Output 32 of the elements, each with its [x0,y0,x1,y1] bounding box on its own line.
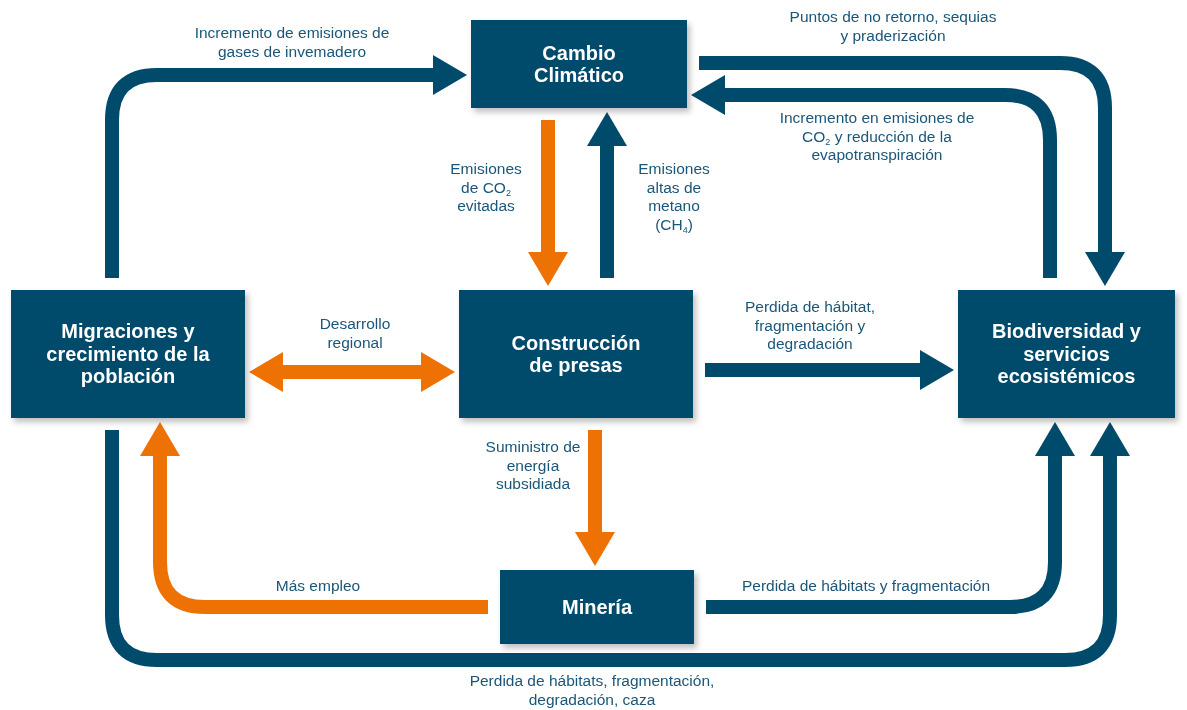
arrow [105,422,1130,667]
edge-label: Perdida de hábitats, fragmentación, degradación, caza [468,672,716,710]
edge-label: Emisiones de CO$_{2}$ evitadas [449,160,523,216]
box-title: Minería [562,595,632,619]
edge-label: Perdida de hábitats y fragmentación [740,577,992,596]
edge-label: Emisiones altas de metano (CH$_{4}$) [637,160,711,235]
edge-label: Puntos de no retorno, sequias y praderización [788,8,998,46]
edge-label: Perdida de hábitat, fragmentación y degradación [743,298,877,354]
process-box [471,20,687,108]
box-title: Migraciones y crecimiento de la población [45,320,211,388]
arrow [105,55,467,278]
box-title: Biodiversidad y servicios ecosistémicos [991,320,1142,388]
arrow [706,422,1075,614]
box-title: Construcción de presas [510,331,642,377]
arrow [575,430,615,566]
edge-label: Incremento de emisiones de gases de invemadero [193,24,391,62]
box-title: Cambio Climático [533,41,625,87]
edge-label: Suministro de energía subsidiada [484,438,582,494]
arrow [691,75,1057,278]
arrow [140,422,488,614]
edge-label: Incremento en emisiones de CO$_{2}$ y reducción de la evapotranspiración [778,109,976,165]
arrow [587,112,627,278]
edge-label: Desarrollo regional [318,315,392,353]
process-box [958,290,1175,418]
process-box [11,290,245,418]
edge-label: Más empleo [274,577,362,596]
arrow [705,350,954,390]
process-box [459,290,693,418]
arrow [699,56,1125,286]
arrow [249,352,455,392]
process-box [500,570,694,644]
arrow [528,120,568,286]
